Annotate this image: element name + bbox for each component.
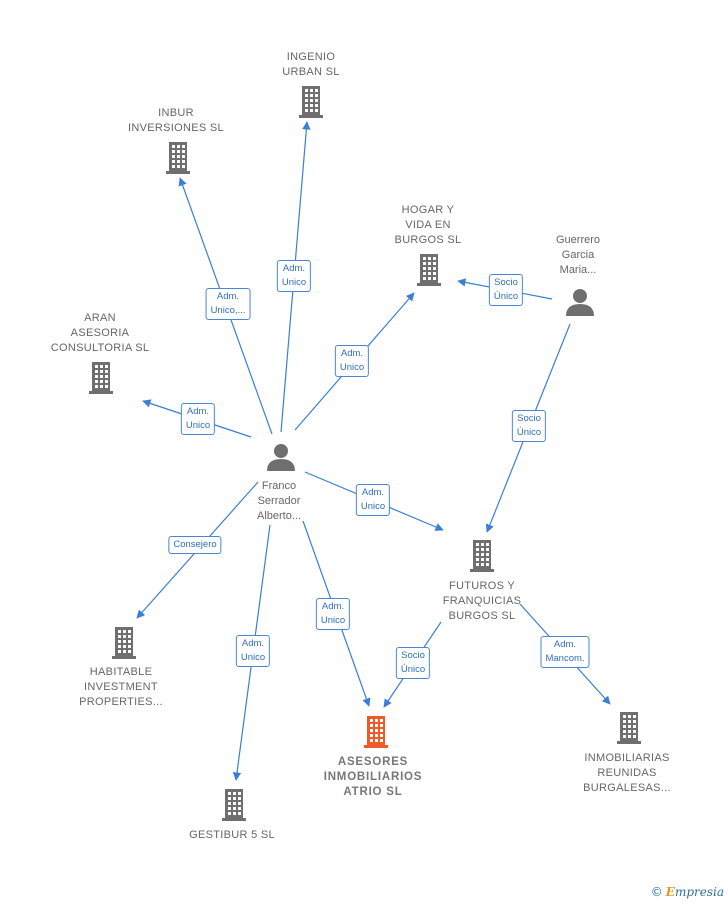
node-label-futuros[interactable]: FUTUROS Y FRANQUICIAS BURGOS SL [442, 580, 522, 622]
edge-label-franco-futuros[interactable]: Adm. Unico [355, 484, 391, 516]
edge-label-franco-habitable[interactable]: Consejero [168, 536, 222, 554]
edge-label-franco-inbur[interactable]: Adm. Unico,... [205, 288, 251, 320]
edge-label-guerrero-futuros[interactable]: Socio Único [511, 410, 547, 442]
building-icon-inbur[interactable] [166, 142, 190, 174]
edge-label-franco-aran[interactable]: Adm. Unico [180, 403, 216, 435]
node-label-franco[interactable]: Franco Serrador Alberto... [256, 480, 302, 522]
building-icon-ingenio[interactable] [299, 86, 323, 118]
node-label-aran[interactable]: ARAN ASESORIA CONSULTORIA SL [50, 312, 150, 354]
edge-label-franco-ingenio[interactable]: Adm. Unico [276, 260, 312, 292]
node-label-ingenio[interactable]: INGENIO URBAN SL [282, 51, 340, 78]
building-icon-hogar[interactable] [417, 254, 441, 286]
node-label-inmobiliarias[interactable]: INMOBILIARIAS REUNIDAS BURGALESAS... [583, 752, 671, 794]
building-icon-habitable[interactable] [112, 627, 136, 659]
edge-label-futuros-inmobiliarias[interactable]: Adm. Mancom. [540, 636, 590, 668]
node-label-hogar[interactable]: HOGAR Y VIDA EN BURGOS SL [394, 204, 462, 246]
building-icon-aran[interactable] [89, 362, 113, 394]
edge-label-franco-asesores[interactable]: Adm. Unico [315, 598, 351, 630]
edge-label-franco-gestibur[interactable]: Adm. Unico [235, 635, 271, 667]
node-label-guerrero[interactable]: Guerrero Garcia Maria... [555, 234, 601, 276]
building-icon-asesores[interactable] [364, 716, 388, 748]
edge-label-franco-hogar[interactable]: Adm. Unico [334, 345, 370, 377]
building-icon-futuros[interactable] [470, 540, 494, 572]
node-label-habitable[interactable]: HABITABLE INVESTMENT PROPERTIES... [79, 666, 163, 708]
edge-label-futuros-asesores[interactable]: Socio Único [395, 647, 431, 679]
node-label-inbur[interactable]: INBUR INVERSIONES SL [128, 107, 224, 134]
node-label-gestibur[interactable]: GESTIBUR 5 SL [189, 829, 275, 841]
person-icon-franco[interactable] [267, 444, 295, 471]
person-icon-guerrero[interactable] [566, 289, 594, 316]
copyright-icon: © [650, 885, 663, 899]
empresia-brand[interactable]: ©Empresia [650, 885, 724, 899]
building-icon-gestibur[interactable] [222, 789, 246, 821]
building-icon-inmobiliarias[interactable] [617, 712, 641, 744]
node-label-asesores[interactable]: ASESORES INMOBILIARIOS ATRIO SL [323, 756, 423, 798]
edge-label-guerrero-hogar[interactable]: Socio Único [488, 274, 524, 306]
